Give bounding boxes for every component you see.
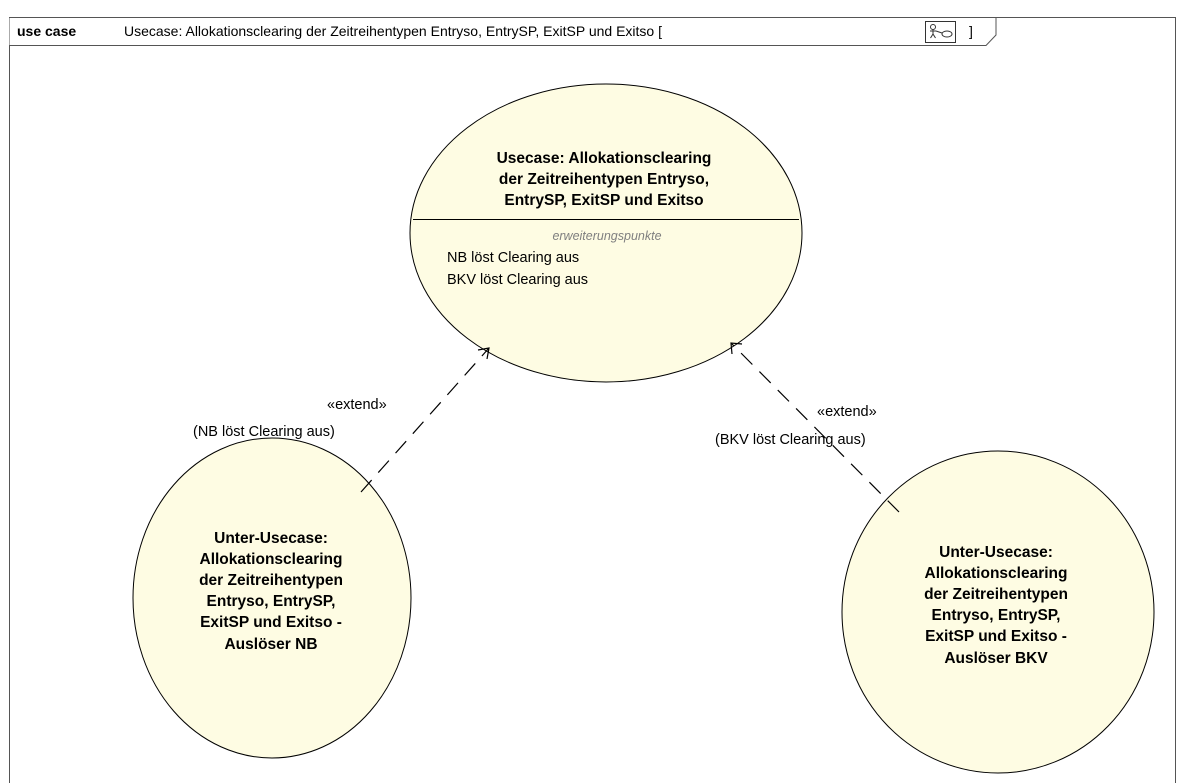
sub-usecase-bkv[interactable]: Unter-Usecase: Allokationsclearing der Z… — [841, 450, 1155, 774]
extension-points-title: erweiterungspunkte — [552, 229, 661, 243]
frame-header-tab — [9, 17, 997, 46]
sub-usecase-bkv-name-line: Auslöser BKV — [944, 650, 1048, 667]
sub-usecase-nb-name-line: Allokationsclearing — [200, 551, 343, 568]
sub-usecase-nb-name-line: Entryso, EntrySP, — [207, 593, 336, 610]
frame-title-close: ] — [969, 23, 973, 39]
main-usecase[interactable]: Usecase: Allokationsclearing der Zeitrei… — [409, 83, 803, 383]
sub-usecase-bkv-name-line: ExitSP und Exitso - — [925, 628, 1067, 645]
sub-usecase-bkv-name-line: Unter-Usecase: — [939, 544, 1053, 561]
extend-relation-bkv[interactable]: «extend» (BKV löst Clearing aus) — [715, 342, 900, 513]
arrowhead-icon — [730, 342, 743, 355]
extend-stereotype-nb: «extend» — [327, 397, 387, 413]
extend-relation-nb[interactable]: «extend» (NB löst Clearing aus) — [193, 347, 490, 493]
sub-usecase-nb-name-line: Unter-Usecase: — [214, 530, 328, 547]
sub-usecase-bkv-name-line: Entryso, EntrySP, — [932, 607, 1061, 624]
sub-usecase-bkv-name-line: der Zeitreihentypen — [924, 586, 1068, 603]
main-usecase-name-line: der Zeitreihentypen Entryso, — [499, 171, 709, 188]
frame-title: Usecase: Allokationsclearing der Zeitrei… — [124, 23, 662, 39]
sub-usecase-nb-name-line: der Zeitreihentypen — [199, 572, 343, 589]
extend-condition-bkv: (BKV löst Clearing aus) — [715, 432, 866, 448]
sub-usecase-nb-name-line: ExitSP und Exitso - — [200, 614, 342, 631]
extension-point-item: NB löst Clearing aus — [447, 250, 579, 266]
sub-usecase-nb[interactable]: Unter-Usecase: Allokationsclearing der Z… — [132, 437, 412, 759]
extend-condition-nb: (NB löst Clearing aus) — [193, 424, 335, 440]
sub-usecase-bkv-name-line: Allokationsclearing — [925, 565, 1068, 582]
sub-usecase-nb-name-line: Auslöser NB — [224, 636, 317, 653]
frame-keyword: use case — [17, 23, 76, 39]
extension-point-item: BKV löst Clearing aus — [447, 272, 588, 288]
main-usecase-name-line: EntrySP, ExitSP und Exitso — [504, 192, 703, 209]
main-usecase-name-line: Usecase: Allokationsclearing — [497, 150, 712, 167]
use-case-diagram-icon[interactable] — [925, 21, 956, 43]
extend-stereotype-bkv: «extend» — [817, 404, 877, 420]
arrowhead-icon — [477, 347, 490, 360]
